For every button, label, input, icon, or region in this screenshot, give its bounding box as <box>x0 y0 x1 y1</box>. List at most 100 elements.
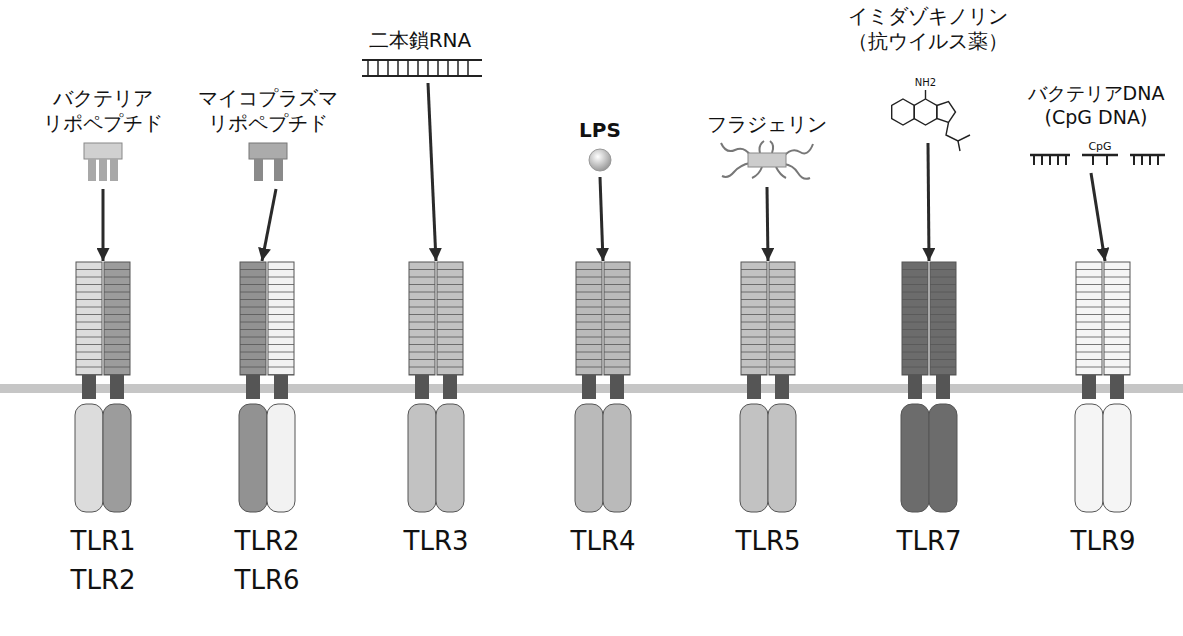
receptor-part <box>604 337 630 338</box>
receptor-part <box>409 374 435 375</box>
receptor-part <box>769 314 795 315</box>
receptor-part <box>1104 292 1130 293</box>
receptor-part <box>240 262 266 375</box>
receptor-part <box>604 314 630 315</box>
receptor-box: TLR3 <box>398 257 475 602</box>
receptor-part <box>769 322 795 323</box>
receptor-part <box>902 284 928 285</box>
receptor-part <box>1104 344 1130 345</box>
receptor-part <box>437 344 463 345</box>
receptor-part <box>240 337 266 338</box>
receptor-part <box>1104 374 1130 375</box>
receptor-part <box>1104 262 1130 375</box>
receptor-part <box>240 329 266 330</box>
receptor-part <box>76 344 102 345</box>
receptor-part <box>930 337 956 338</box>
receptor-part <box>576 284 602 285</box>
receptor-part <box>1076 299 1102 300</box>
receptor-part <box>902 367 928 368</box>
receptor-part <box>443 375 457 399</box>
receptor-part <box>104 359 130 360</box>
receptor-part <box>902 374 928 375</box>
motif-label: CpG <box>1088 141 1111 152</box>
receptor-part <box>1082 375 1096 399</box>
chemical-group: NH2 <box>915 78 936 88</box>
receptor-part <box>1076 329 1102 330</box>
receptor-part <box>1076 359 1102 360</box>
receptor-part <box>769 367 795 368</box>
receptor-chain <box>1075 262 1103 512</box>
receptor-part <box>1076 337 1102 338</box>
receptor-part <box>741 367 767 368</box>
receptor-part <box>437 292 463 293</box>
receptor-part <box>576 299 602 300</box>
ligand-box: バクテリア リポペプチド <box>37 86 169 186</box>
receptor-part <box>104 262 130 375</box>
receptor-part <box>604 307 630 308</box>
receptor-part <box>268 344 294 345</box>
arrow-connector <box>1091 173 1105 261</box>
receptor-part <box>240 359 266 360</box>
receptor-part <box>741 292 767 293</box>
receptor-part <box>576 314 602 315</box>
receptor-part <box>930 262 956 375</box>
receptor-part <box>741 352 767 353</box>
receptor-name: TLR1 <box>71 522 136 561</box>
receptor-part <box>240 314 266 315</box>
molecule-structure <box>892 90 970 151</box>
receptor-part <box>268 299 294 300</box>
receptor-part <box>576 269 602 270</box>
receptor-part <box>1104 322 1130 323</box>
receptor-part <box>741 269 767 270</box>
receptor-part <box>267 404 295 512</box>
receptor-part <box>930 359 956 360</box>
receptor-part <box>902 322 928 323</box>
receptor-part <box>1076 307 1102 308</box>
receptor-part <box>576 367 602 368</box>
receptor-part <box>930 299 956 300</box>
receptor-part <box>741 322 767 323</box>
receptor-part <box>76 314 102 315</box>
dna-stroke <box>1092 155 1094 165</box>
receptor-chain <box>901 262 929 512</box>
receptor-part <box>741 314 767 315</box>
receptor-part <box>768 404 796 512</box>
receptor-part <box>576 374 602 375</box>
receptor-part <box>103 404 131 512</box>
receptor-part <box>76 329 102 330</box>
receptor-part <box>437 337 463 338</box>
receptor-part <box>769 284 795 285</box>
receptor-part <box>409 329 435 330</box>
receptor-part <box>76 359 102 360</box>
receptor-chain <box>103 262 131 512</box>
receptor-part <box>75 404 103 512</box>
receptor-part <box>76 292 102 293</box>
receptor-part <box>82 375 96 399</box>
ligand-box: イミダゾキノリン（抗ウイルス薬） <box>842 4 1014 140</box>
receptor-part <box>576 329 602 330</box>
arrow-connector <box>928 143 929 261</box>
receptor-name: TLR6 <box>235 561 300 600</box>
ligand-name: バクテリア リポペプチド <box>43 86 163 136</box>
receptor-chain <box>239 262 267 512</box>
ligand-box: フラジェリン <box>701 112 833 184</box>
receptor-part <box>741 307 767 308</box>
ligand-box: LPS <box>573 118 627 174</box>
receptor-part <box>409 277 435 278</box>
receptor-part <box>104 344 130 345</box>
ligand-name: バクテリアDNA <box>1028 82 1165 106</box>
dna-stroke <box>1133 155 1135 165</box>
receptor-part <box>409 299 435 300</box>
receptor-part <box>437 299 463 300</box>
receptor-name: TLR4 <box>571 522 636 561</box>
dna-stroke <box>1057 155 1059 165</box>
receptor-part <box>437 352 463 353</box>
receptor-part <box>76 307 102 308</box>
dsrna-icon <box>362 60 482 76</box>
receptor-part <box>576 322 602 323</box>
receptor-part <box>437 307 463 308</box>
dna-stroke <box>1082 154 1118 157</box>
receptor-part <box>902 344 928 345</box>
receptor-part <box>604 292 630 293</box>
